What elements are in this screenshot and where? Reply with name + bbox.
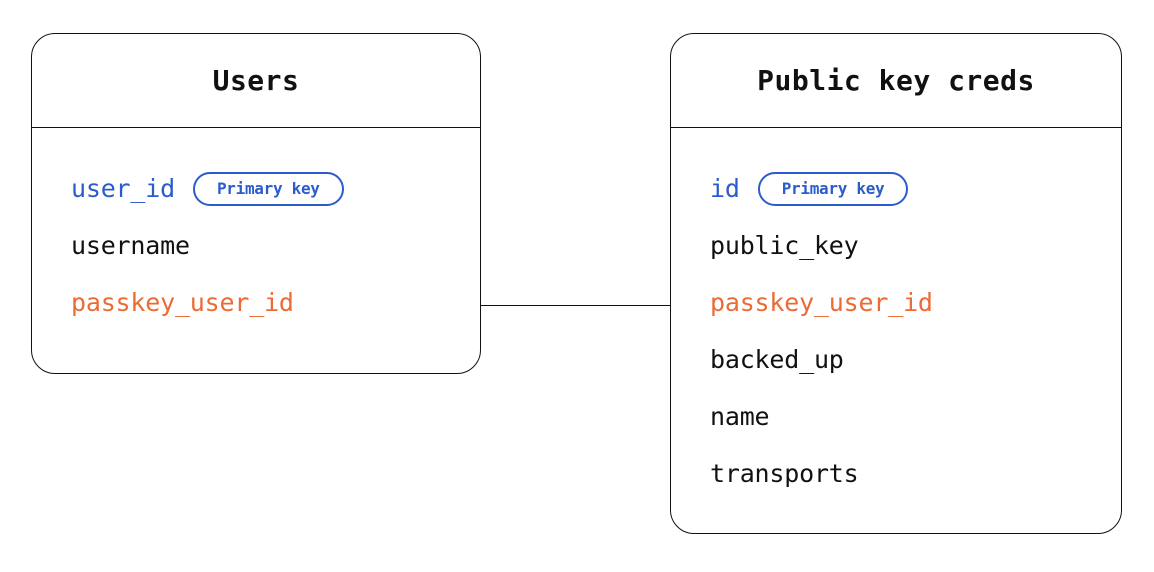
entity-title-public-key-creds: Public key creds — [757, 63, 1035, 97]
entity-card-public-key-creds[interactable]: Public key creds id Primary key public_k… — [670, 33, 1122, 534]
entity-header-users: Users — [32, 34, 480, 128]
field-row-passkey-user-id[interactable]: passkey_user_id — [671, 274, 1121, 331]
entity-field-list-users: user_id Primary key username passkey_use… — [32, 128, 480, 373]
field-row-id[interactable]: id Primary key — [671, 160, 1121, 217]
field-row-transports[interactable]: transports — [671, 445, 1121, 502]
field-row-name[interactable]: name — [671, 388, 1121, 445]
field-name-id: id — [710, 174, 740, 203]
field-name-public-key: public_key — [710, 231, 859, 260]
entity-card-users[interactable]: Users user_id Primary key username passk… — [31, 33, 481, 374]
field-row-user-id[interactable]: user_id Primary key — [32, 160, 480, 217]
primary-key-badge: Primary key — [757, 171, 909, 206]
primary-key-badge-label: Primary key — [216, 178, 320, 198]
field-name-name: name — [710, 402, 770, 431]
field-name-user-id: user_id — [71, 174, 175, 203]
entity-title-users: Users — [212, 63, 300, 97]
field-row-username[interactable]: username — [32, 217, 480, 274]
field-name-passkey-user-id: passkey_user_id — [710, 288, 933, 317]
relationship-connector-passkey-user-id — [480, 305, 671, 306]
primary-key-badge-label: Primary key — [781, 178, 885, 198]
field-row-public-key[interactable]: public_key — [671, 217, 1121, 274]
field-name-passkey-user-id: passkey_user_id — [71, 288, 294, 317]
entity-field-list-public-key-creds: id Primary key public_key passkey_user_i… — [671, 128, 1121, 533]
field-name-username: username — [71, 231, 190, 260]
entity-header-public-key-creds: Public key creds — [671, 34, 1121, 128]
field-name-transports: transports — [710, 459, 859, 488]
field-row-backed-up[interactable]: backed_up — [671, 331, 1121, 388]
field-name-backed-up: backed_up — [710, 345, 844, 374]
field-row-passkey-user-id[interactable]: passkey_user_id — [32, 274, 480, 331]
primary-key-badge: Primary key — [192, 171, 344, 206]
